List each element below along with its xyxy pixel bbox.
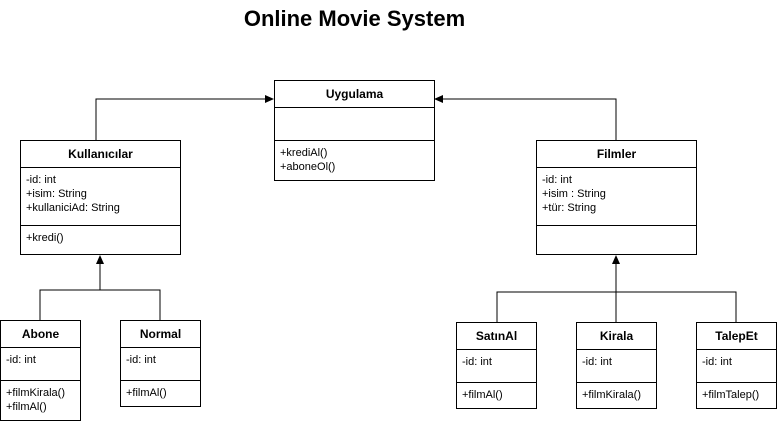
operation: +filmAl() (462, 389, 503, 401)
attribute: +kullaniciAd: String (26, 202, 120, 214)
attribute: +isim : String (542, 188, 606, 200)
attributes-compartment: -id: int (1, 348, 80, 381)
operation: +filmAl() (126, 387, 167, 399)
attribute: -id: int (6, 354, 36, 366)
attributes-compartment: -id: int (577, 350, 656, 383)
operations-compartment (537, 226, 696, 231)
operation: +filmKirala() (582, 389, 641, 401)
class-name: Abone (1, 321, 80, 348)
association-kullanicilar-uygulama (95, 95, 274, 141)
class-name: TalepEt (697, 323, 776, 350)
attribute: -id: int (582, 356, 612, 368)
class-kullanicilar[interactable]: Kullanıcılar -id: int +isim: String +kul… (20, 140, 181, 255)
inheritance-abone-connector (39, 289, 161, 320)
class-name: Kullanıcılar (21, 141, 180, 168)
attribute: +isim: String (26, 188, 87, 200)
operation: +filmTalep() (702, 389, 760, 401)
diagram-title: Online Movie System (243, 6, 466, 31)
operation: +kredi() (26, 232, 64, 244)
attributes-compartment: -id: int +isim: String +kullaniciAd: Str… (21, 168, 180, 226)
operations-compartment: +filmKirala() (577, 383, 656, 402)
class-filmler[interactable]: Filmler -id: int +isim : String +tür: St… (536, 140, 697, 255)
class-kirala[interactable]: Kirala -id: int +filmKirala() (576, 322, 657, 409)
class-name: Uygulama (275, 81, 434, 108)
class-abone[interactable]: Abone -id: int +filmKirala() +filmAl() (0, 320, 81, 421)
attributes-compartment (275, 108, 434, 141)
operations-compartment: +krediAl() +aboneOl() (275, 141, 434, 174)
attributes-compartment: -id: int (121, 348, 200, 381)
class-name: Filmler (537, 141, 696, 168)
attribute: -id: int (542, 174, 572, 186)
class-normal[interactable]: Normal -id: int +filmAl() (120, 320, 201, 407)
operations-compartment: +filmKirala() +filmAl() (1, 381, 80, 414)
attribute: -id: int (702, 356, 732, 368)
class-name: Normal (121, 321, 200, 348)
attribute: +tür: String (542, 202, 597, 214)
association-filmler-uygulama (434, 95, 617, 141)
attributes-compartment: -id: int (457, 350, 536, 383)
operations-compartment: +kredi() (21, 226, 180, 245)
operation: +filmAl() (6, 401, 47, 413)
operations-compartment: +filmAl() (121, 381, 200, 400)
operation: +krediAl() (280, 147, 328, 159)
operation: +filmKirala() (6, 387, 65, 399)
operations-compartment: +filmAl() (457, 383, 536, 402)
attribute: -id: int (126, 354, 156, 366)
operations-compartment: +filmTalep() (697, 383, 776, 402)
class-satinal[interactable]: SatınAl -id: int +filmAl() (456, 322, 537, 409)
class-name: Kirala (577, 323, 656, 350)
attributes-compartment: -id: int +isim : String +tür: String (537, 168, 696, 226)
class-name: SatınAl (457, 323, 536, 350)
class-uygulama[interactable]: Uygulama +krediAl() +aboneOl() (274, 80, 435, 181)
attribute: -id: int (26, 174, 56, 186)
attributes-compartment: -id: int (697, 350, 776, 383)
operation: +aboneOl() (280, 161, 336, 173)
attribute: -id: int (462, 356, 492, 368)
class-talepet[interactable]: TalepEt -id: int +filmTalep() (696, 322, 777, 409)
